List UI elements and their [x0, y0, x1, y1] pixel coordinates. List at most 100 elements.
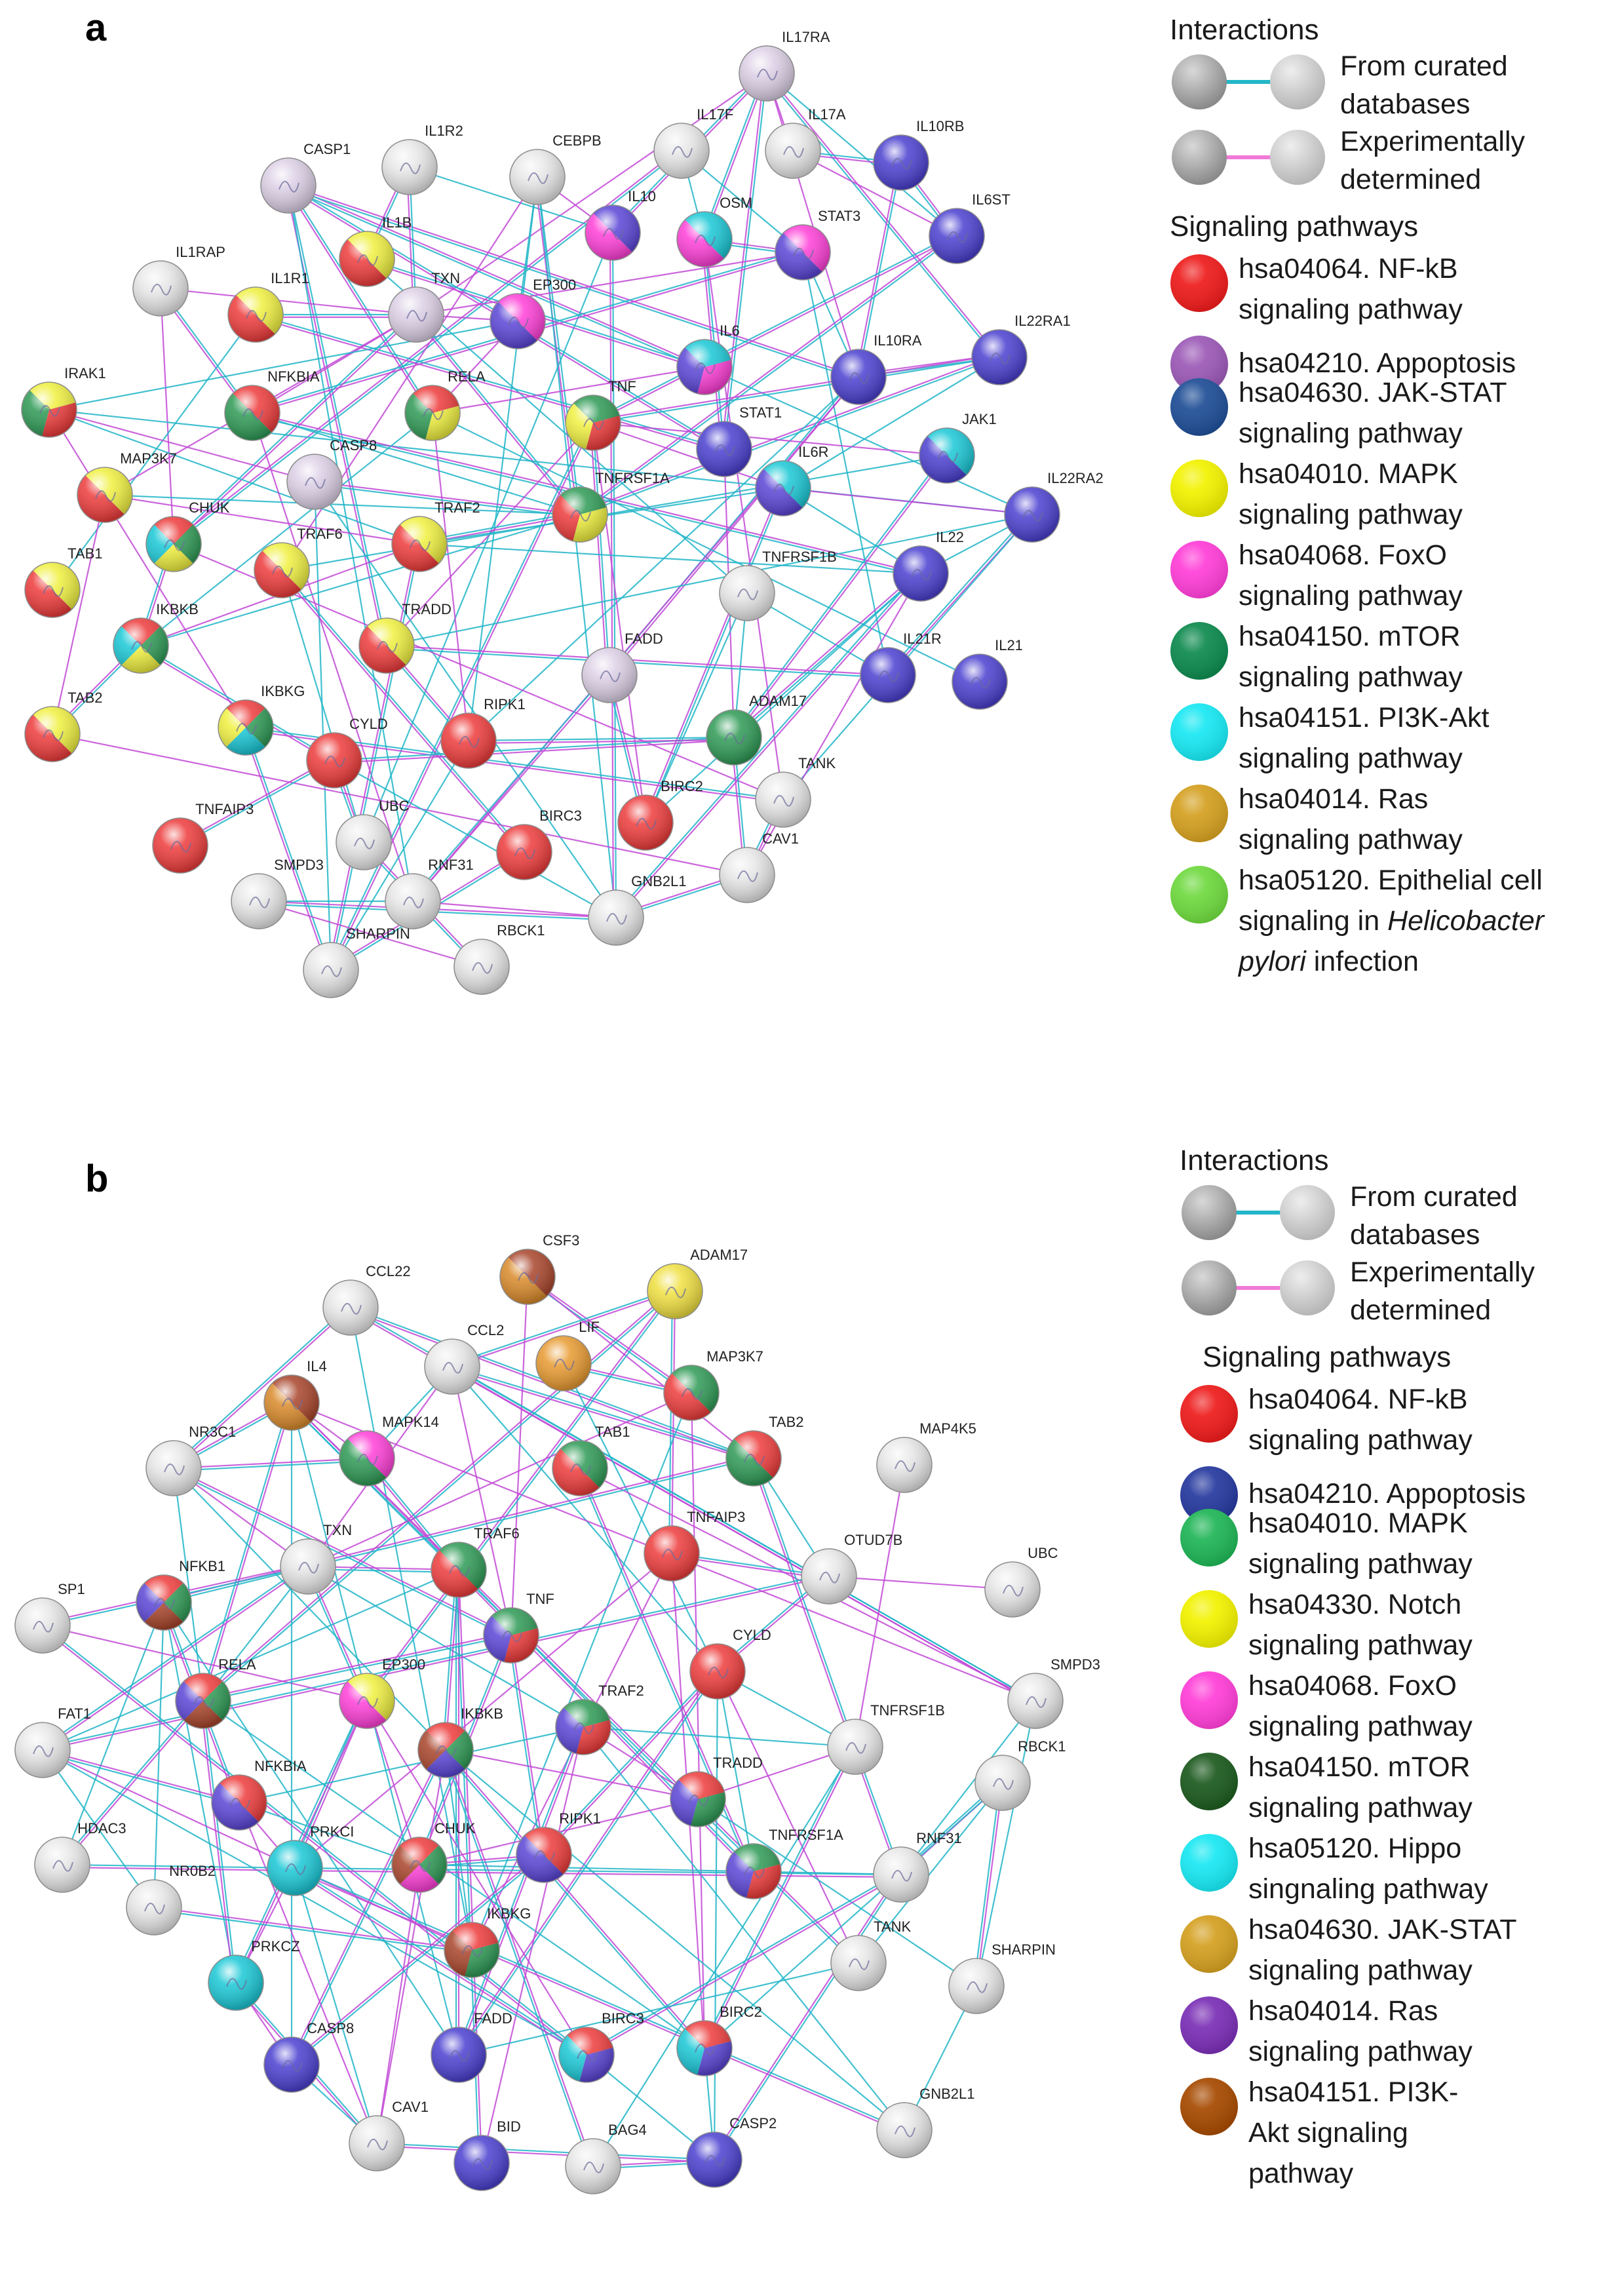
- interaction-edge: [900, 1700, 1036, 1875]
- interaction-edge: [457, 1726, 585, 2055]
- node-lif: LIF: [535, 1319, 600, 1391]
- node-casp1: CASP1: [260, 141, 351, 214]
- node-il1r2: IL1R2: [381, 123, 463, 195]
- node-label: CAV1: [762, 830, 799, 847]
- interaction-edge: [173, 1468, 512, 1636]
- interaction-edge: [583, 1726, 856, 1748]
- node-csf3: CSF3: [499, 1232, 579, 1305]
- interaction-edge: [711, 1873, 900, 2159]
- pathway-label: singnaling pathway: [1248, 1873, 1488, 1905]
- node-fadd: FADD: [581, 631, 663, 703]
- pathway-label: signaling pathway: [1248, 1711, 1473, 1742]
- interaction-edge: [716, 1671, 755, 1872]
- node-label: NFKBIA: [267, 368, 320, 385]
- node-prkcz: PRKCZ: [208, 1938, 300, 2011]
- interaction-edge: [251, 412, 414, 902]
- interaction-edge: [442, 1750, 592, 2168]
- interaction-label: determined: [1350, 1294, 1491, 1326]
- interaction-edge: [583, 1726, 905, 2131]
- interaction-edge: [717, 1671, 859, 1964]
- interaction-edge: [293, 1869, 586, 2058]
- interaction-edge: [701, 1745, 854, 2048]
- node-label: IL1B: [382, 214, 412, 231]
- interaction-edge: [287, 185, 414, 902]
- node-label: MAP3K7: [706, 1348, 763, 1365]
- interaction-edge: [62, 1700, 204, 1865]
- interaction-edge: [855, 162, 900, 377]
- interaction-edge: [60, 1698, 202, 1864]
- node-label: SHARPIN: [992, 1941, 1056, 1958]
- node-prkci: PRKCI: [267, 1823, 354, 1896]
- interaction-edge: [579, 354, 999, 513]
- interaction-edge: [349, 1307, 473, 1951]
- node-label: SHARPIN: [346, 925, 410, 942]
- interaction-edge: [163, 1457, 754, 1604]
- node-label: ADAM17: [749, 693, 807, 709]
- pathway-label: signaling pathway: [1248, 1548, 1473, 1580]
- interaction-edge: [286, 187, 704, 370]
- interaction-edge: [857, 162, 902, 378]
- node-traf2: TRAF2: [391, 499, 480, 572]
- node-label: IKBKB: [461, 1705, 503, 1722]
- pathway-label: signaling pathway: [1248, 1955, 1473, 1986]
- node-label: OSM: [720, 195, 752, 211]
- interaction-edge: [450, 1368, 1035, 1704]
- node-label: RELA: [218, 1656, 256, 1673]
- node-label: FADD: [625, 631, 663, 647]
- interaction-edge: [330, 543, 421, 971]
- node-cav1: CAV1: [349, 2099, 429, 2171]
- interaction-edge: [42, 1624, 368, 1702]
- interaction-edge: [480, 1726, 585, 2164]
- node-label: IL22RA1: [1014, 313, 1071, 329]
- node-label: TNF: [608, 378, 636, 395]
- interaction-edge: [801, 252, 889, 676]
- node-il21r: IL21R: [860, 631, 942, 703]
- node-label: IL17A: [808, 106, 846, 123]
- node-il17a: IL17A: [765, 106, 846, 179]
- node-label: TNFRSF1B: [870, 1702, 945, 1719]
- interaction-edge: [330, 740, 469, 971]
- interaction-edge: [536, 176, 617, 918]
- node-label: TRAF2: [598, 1683, 644, 1699]
- node-label: CAV1: [392, 2099, 429, 2115]
- interaction-edge: [61, 1602, 165, 1865]
- node-nfkbia: NFKBIA: [224, 368, 320, 441]
- interaction-label: Experimentally: [1340, 126, 1525, 157]
- interaction-edge: [160, 287, 417, 316]
- pathway-label: signaling pathway: [1248, 1792, 1473, 1823]
- node-birc3: BIRC3: [558, 2010, 644, 2083]
- interaction-edge: [443, 1751, 703, 2051]
- node-label: RBCK1: [1018, 1738, 1066, 1755]
- node-label: TNFRSF1A: [769, 1827, 843, 1843]
- node-label: HDAC3: [77, 1820, 126, 1837]
- node-il1b: IL1B: [339, 214, 412, 287]
- pathway-label: hsa04150. mTOR: [1239, 621, 1461, 652]
- node-irak1: IRAK1: [21, 365, 106, 438]
- interaction-edge: [289, 1852, 543, 2063]
- interaction-edge: [592, 421, 948, 457]
- interaction-edge: [174, 1460, 368, 1472]
- node-rnf31: RNF31: [385, 857, 474, 929]
- interaction-edge: [731, 571, 920, 736]
- interaction-edge: [291, 1749, 446, 2065]
- interaction-edge: [294, 1553, 672, 1869]
- interaction-edge: [201, 1289, 674, 1700]
- node-stat3: STAT3: [775, 208, 860, 281]
- interaction-edge: [704, 1746, 856, 2049]
- interaction-edge: [644, 593, 748, 823]
- interaction-edge: [238, 1802, 378, 2144]
- node-tab1: TAB1: [24, 545, 102, 618]
- interaction-edge: [386, 644, 889, 676]
- interaction-edge: [690, 1392, 706, 2049]
- interaction-edge: [419, 543, 921, 575]
- interaction-edge: [202, 1634, 512, 1702]
- interaction-edge: [591, 233, 956, 421]
- interaction-edge: [828, 1575, 1013, 1591]
- network-a-edges: [48, 71, 1033, 971]
- node-label: IKBKG: [487, 1905, 531, 1922]
- node-il1rap: IL1RAP: [132, 244, 225, 317]
- interaction-edge: [592, 235, 957, 423]
